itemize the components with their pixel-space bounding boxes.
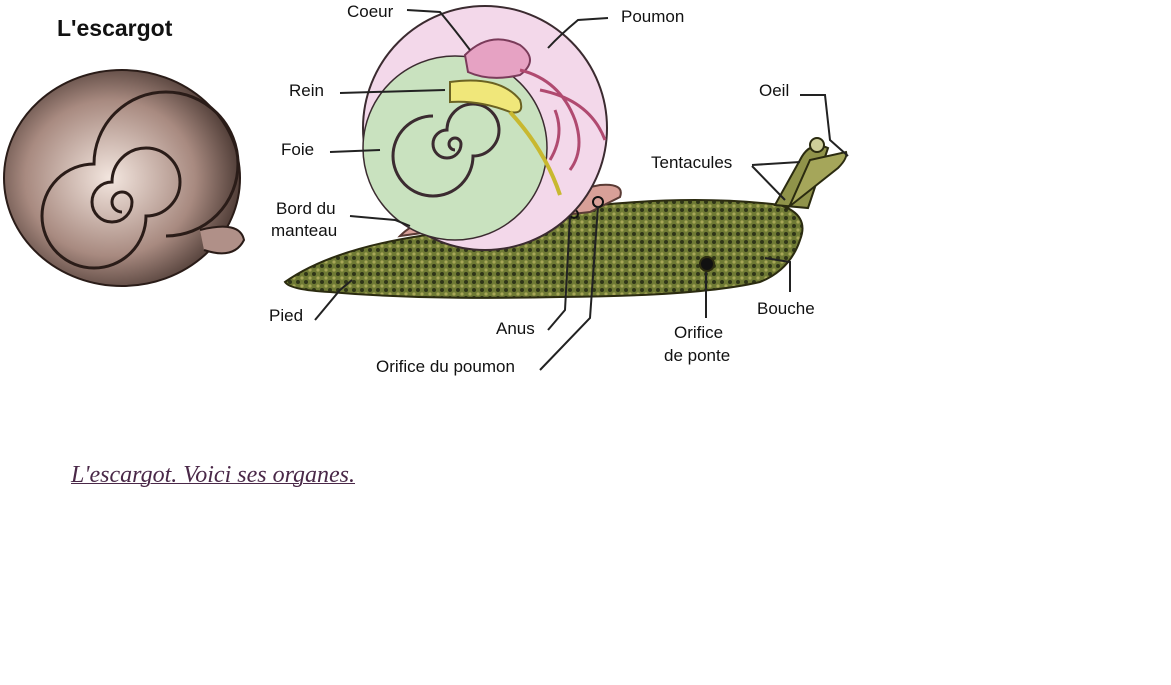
label-tentacules: Tentacules (651, 153, 732, 172)
label-bord-du-manteau-1: Bord du (276, 199, 336, 218)
label-oeil: Oeil (759, 81, 789, 100)
label-anus: Anus (496, 319, 535, 338)
label-orifice-ponte-2: de ponte (664, 346, 730, 365)
label-bord-du-manteau-2: manteau (271, 221, 337, 240)
shell-illustration (3, 69, 246, 287)
snail-shell (362, 5, 608, 251)
label-foie: Foie (281, 140, 314, 159)
label-orifice-poumon: Orifice du poumon (376, 357, 515, 376)
label-poumon: Poumon (621, 7, 684, 26)
label-orifice-ponte-1: Orifice (674, 323, 723, 342)
label-bouche: Bouche (757, 299, 815, 318)
caption-link[interactable]: L'escargot. Voici ses organes. (71, 462, 356, 488)
label-lines (314, 9, 849, 371)
diagram-title: L'escargot (57, 15, 173, 41)
label-pied: Pied (269, 306, 303, 325)
label-coeur: Coeur (347, 2, 394, 21)
label-rein: Rein (289, 81, 324, 100)
